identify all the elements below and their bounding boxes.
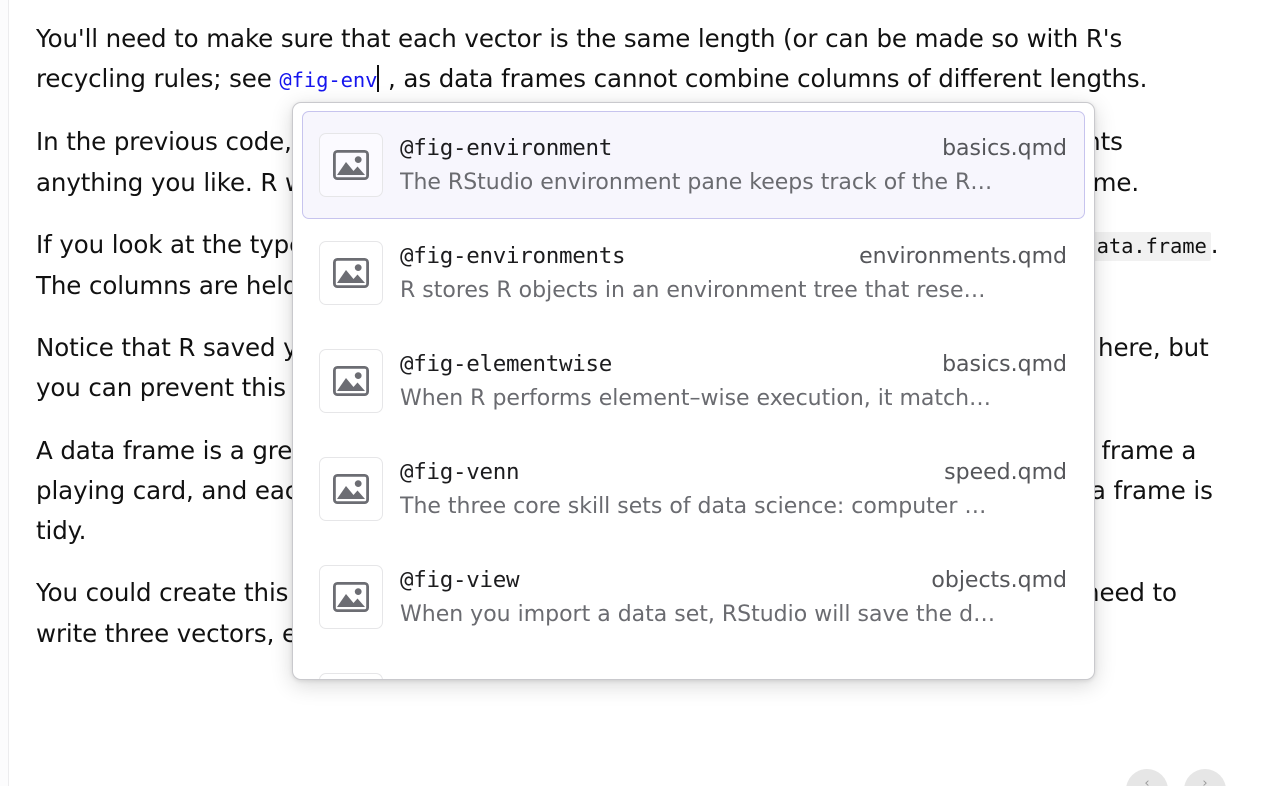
autocomplete-item-description: When R performs element–wise execution, … <box>400 386 992 411</box>
image-icon <box>319 565 383 629</box>
image-icon <box>319 673 383 679</box>
autocomplete-item-file: objects.qmd <box>931 568 1067 593</box>
cross-reference-token[interactable]: @fig-env <box>279 68 378 92</box>
image-icon <box>319 241 383 305</box>
autocomplete-item-id: @fig-view <box>400 567 520 593</box>
autocomplete-item-file: basics.qmd <box>942 136 1067 161</box>
autocomplete-item-file: speed.qmd <box>944 460 1067 485</box>
autocomplete-item-file: environments.qmd <box>859 244 1067 269</box>
autocomplete-item-id: @fig-venn <box>400 459 520 485</box>
autocomplete-item-id: @fig-environments <box>400 243 626 269</box>
autocomplete-item-header: @fig-view objects.qmd <box>400 567 1067 593</box>
autocomplete-item-header: @fig-environment basics.qmd <box>400 135 1067 161</box>
inline-code: data.frame <box>1080 232 1211 261</box>
autocomplete-item-header: @fig-elementwise basics.qmd <box>400 351 1067 377</box>
editor-gutter <box>0 0 9 786</box>
autocomplete-item[interactable]: @fig-environments environments.qmd R store… <box>302 219 1085 327</box>
autocomplete-item-id: @fig-environment <box>400 135 612 161</box>
paragraph: You'll need to make sure that each vecto… <box>36 19 1232 100</box>
autocomplete-item-description: When you import a data set, RStudio will… <box>400 602 996 627</box>
autocomplete-item-header: @fig-environments environments.qmd <box>400 243 1067 269</box>
autocomplete-item-description: R stores R objects in an environment tre… <box>400 278 986 303</box>
autocomplete-item-id: @fig-elementwise <box>400 351 612 377</box>
image-icon <box>319 349 383 413</box>
autocomplete-item[interactable] <box>302 651 1085 679</box>
autocomplete-item-description: The RStudio environment pane keeps track… <box>400 170 993 195</box>
paragraph-text: You'll need to make sure that each vecto… <box>36 24 1123 93</box>
autocomplete-item-header: @fig-venn speed.qmd <box>400 459 1067 485</box>
text-cursor <box>377 65 380 92</box>
next-page-button[interactable]: › <box>1184 769 1226 786</box>
autocomplete-item-file: basics.qmd <box>942 352 1067 377</box>
image-icon <box>319 133 383 197</box>
autocomplete-item-body: @fig-environments environments.qmd R store… <box>400 243 1067 303</box>
image-icon <box>319 457 383 521</box>
chevron-right-icon: › <box>1202 776 1208 786</box>
autocomplete-item-description: The three core skill sets of data scienc… <box>400 494 987 519</box>
chevron-left-icon: ‹ <box>1144 776 1150 786</box>
paragraph-text: , as data frames cannot combine columns … <box>380 64 1148 93</box>
previous-page-button[interactable]: ‹ <box>1126 769 1168 786</box>
